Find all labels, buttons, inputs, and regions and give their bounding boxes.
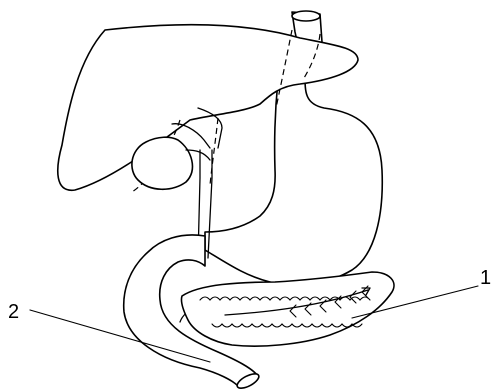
label-2: 2	[8, 301, 19, 323]
gallbladder	[132, 137, 193, 189]
label-1: 1	[480, 267, 491, 289]
esophagus-opening	[292, 11, 320, 21]
liver-inner-hidden-edge	[210, 118, 218, 185]
